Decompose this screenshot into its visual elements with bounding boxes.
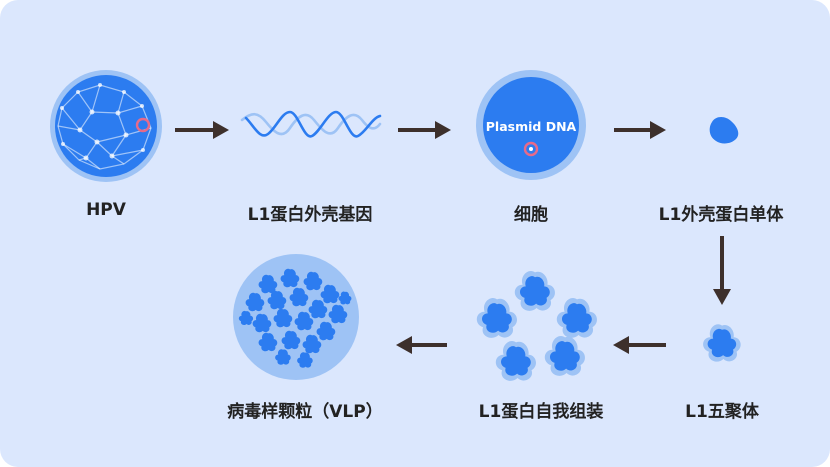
- arrow-left-1: [613, 336, 666, 354]
- arrow-right-1: [175, 121, 229, 139]
- cell-icon: [476, 70, 586, 180]
- step-label-l1-gene: L1蛋白外壳基因: [247, 205, 373, 225]
- plasmid-dna-text: Plasmid DNA: [486, 119, 577, 134]
- step-label-l1-pentamer: L1五聚体: [685, 402, 759, 422]
- arrow-down: [713, 236, 731, 305]
- hpv-virus-icon: [50, 70, 162, 182]
- arrow-right-3: [614, 121, 666, 139]
- protein-monomer-icon: [709, 117, 739, 144]
- step-label-self-assembly: L1蛋白自我组装: [478, 402, 604, 422]
- vlp-particle-icon: [233, 254, 359, 380]
- step-label-cell: 细胞: [514, 205, 548, 225]
- step-label-hpv: HPV: [86, 200, 126, 220]
- step-label-vlp: 病毒样颗粒（VLP）: [227, 402, 383, 422]
- self-assembly-icon: [476, 271, 597, 381]
- pentamer-icon: [703, 324, 741, 362]
- arrow-right-2: [398, 121, 451, 139]
- marker-ring: [135, 117, 151, 133]
- arrow-left-2: [396, 336, 447, 354]
- step-label-l1-monomer: L1外壳蛋白单体: [658, 205, 784, 225]
- dna-helix-icon: [240, 110, 382, 138]
